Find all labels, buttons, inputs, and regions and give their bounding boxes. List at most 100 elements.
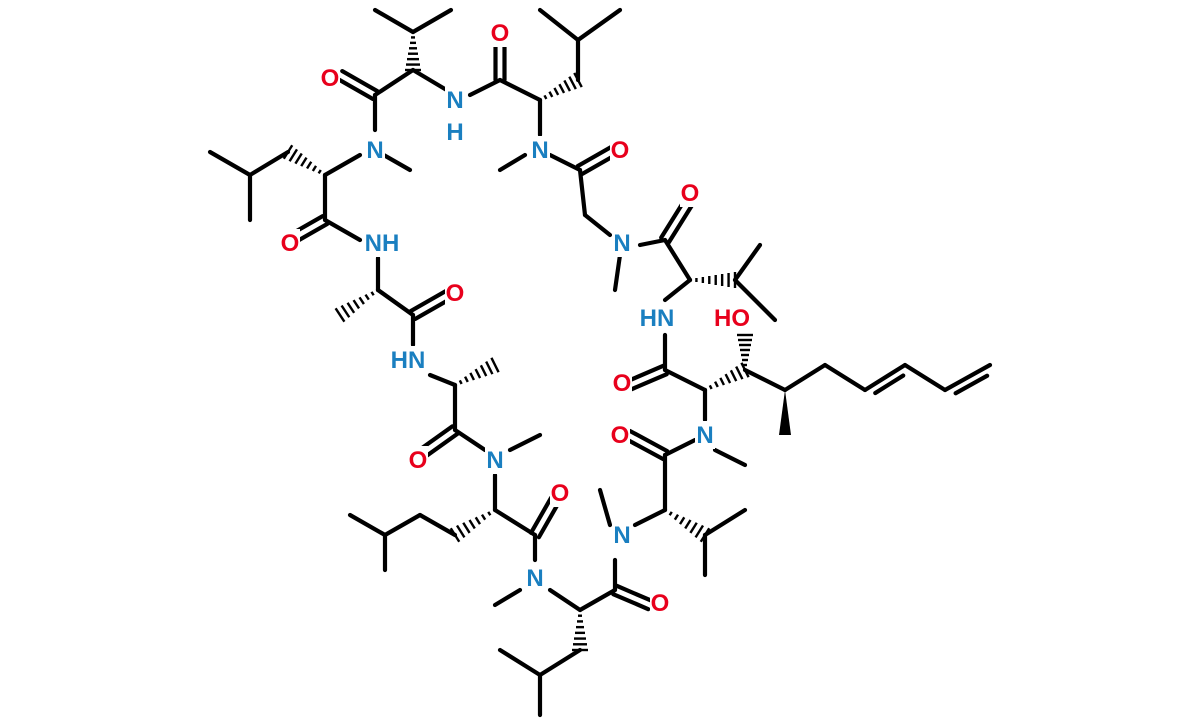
atom-label-backdrop xyxy=(639,304,675,332)
backbone-bond xyxy=(547,152,583,173)
nitrogen-label: N xyxy=(531,137,548,164)
bond-layer xyxy=(207,7,993,718)
oxygen-label: O xyxy=(491,20,510,47)
hash-stroke xyxy=(334,307,346,323)
atom-label-backdrop xyxy=(695,421,715,449)
side-chain-bond xyxy=(742,367,788,393)
hash-stroke xyxy=(317,169,322,175)
atom-label-backdrop xyxy=(610,136,630,164)
atom-label-backdrop xyxy=(445,118,465,146)
backbone-bond xyxy=(492,507,538,538)
stereo-hashed-bond xyxy=(405,30,421,72)
carbonyl-bond xyxy=(340,68,380,94)
backbone-bond xyxy=(632,507,668,528)
backbone-bond xyxy=(637,237,668,248)
backbone-bond xyxy=(662,437,698,458)
hash-stroke xyxy=(358,296,365,305)
atom-label-backdrop xyxy=(390,346,426,374)
hash-stroke xyxy=(288,148,299,162)
n-methyl-bond xyxy=(492,587,523,608)
side-chain-bond xyxy=(537,7,581,43)
hash-stroke xyxy=(558,83,566,94)
atom-label-backdrop xyxy=(612,229,632,257)
amide-hydrogen-label: H xyxy=(446,119,463,146)
carbonyl-bond xyxy=(626,363,666,383)
atom-label-backdrop xyxy=(408,446,428,474)
hash-stroke xyxy=(364,293,370,301)
atom-label-backdrop xyxy=(320,64,340,92)
stereo-hashed-bond xyxy=(663,508,711,543)
nitrogen-label: N xyxy=(526,565,543,592)
hash-stroke xyxy=(480,513,487,521)
hash-stroke xyxy=(306,161,313,170)
side-chain-bond xyxy=(575,7,623,43)
hash-stroke xyxy=(370,291,375,296)
hash-stroke xyxy=(485,361,494,375)
carbonyl-bond xyxy=(528,495,554,535)
hash-stroke xyxy=(462,522,471,534)
hash-stroke xyxy=(311,165,318,172)
nitrogen-label: N xyxy=(446,87,463,114)
backbone-bond xyxy=(577,167,588,218)
side-chain-bond xyxy=(347,512,388,538)
oxygen-label: O xyxy=(613,370,632,397)
backbone-bond xyxy=(662,277,693,303)
backbone-bond xyxy=(467,77,503,98)
atom-label-backdrop xyxy=(364,229,400,257)
side-chain-bond xyxy=(417,512,458,538)
backbone-bond xyxy=(497,77,543,103)
hash-stroke xyxy=(735,366,744,380)
atom-label-backdrop xyxy=(550,479,570,507)
atom-label-backdrop xyxy=(650,589,670,617)
hash-stroke xyxy=(694,524,705,539)
alkene-double-bond xyxy=(953,373,990,396)
hash-stroke xyxy=(458,379,463,385)
backbone-bond xyxy=(322,152,363,178)
atom-label-backdrop xyxy=(612,369,632,397)
stereo-hashed-bond xyxy=(572,608,588,652)
hn-label: HN xyxy=(640,305,675,332)
hash-stroke xyxy=(714,381,719,388)
backbone-bond xyxy=(375,287,416,318)
stereo-hashed-bond xyxy=(688,272,737,288)
hash-stroke xyxy=(294,152,303,165)
hash-stroke xyxy=(352,299,361,310)
hash-stroke xyxy=(729,369,738,382)
hash-stroke xyxy=(553,87,560,96)
atom-label-backdrop xyxy=(365,136,385,164)
carbonyl-bond xyxy=(614,583,654,603)
side-chain-bond xyxy=(247,149,291,178)
backbone-bond xyxy=(427,372,458,388)
side-chain-bond xyxy=(732,277,778,323)
stereo-hashed-bond xyxy=(282,144,327,177)
side-chain-bond xyxy=(822,362,868,393)
stereo-hashed-bond xyxy=(703,362,750,392)
side-chain-bond xyxy=(732,242,763,283)
oxygen-label: O xyxy=(551,480,570,507)
stereo-hashed-bond xyxy=(334,288,380,323)
carbonyl-bond xyxy=(628,428,670,454)
backbone-bond xyxy=(662,237,693,283)
atom-label-backdrop xyxy=(530,136,550,164)
hash-stroke xyxy=(679,516,686,525)
hash-stroke xyxy=(479,364,488,377)
backbone-bond xyxy=(577,587,618,613)
side-chain-bond xyxy=(382,512,423,538)
atom-label-backdrop xyxy=(714,304,750,332)
hash-stroke xyxy=(464,376,469,383)
stereo-hashed-bond xyxy=(737,333,753,372)
backbone-bond xyxy=(582,212,613,238)
hash-stroke xyxy=(474,368,482,379)
hash-stroke xyxy=(490,357,500,373)
hash-stroke xyxy=(548,91,554,98)
n-methyl-bond xyxy=(507,432,543,453)
side-chain-bond xyxy=(782,362,828,393)
nitrogen-label: N xyxy=(366,137,383,164)
isopropyl-bond xyxy=(372,7,416,35)
backbone-bond xyxy=(662,367,708,393)
hash-stroke xyxy=(346,302,356,314)
atom-label-backdrop xyxy=(490,19,510,47)
atom-label-backdrop xyxy=(525,564,545,592)
